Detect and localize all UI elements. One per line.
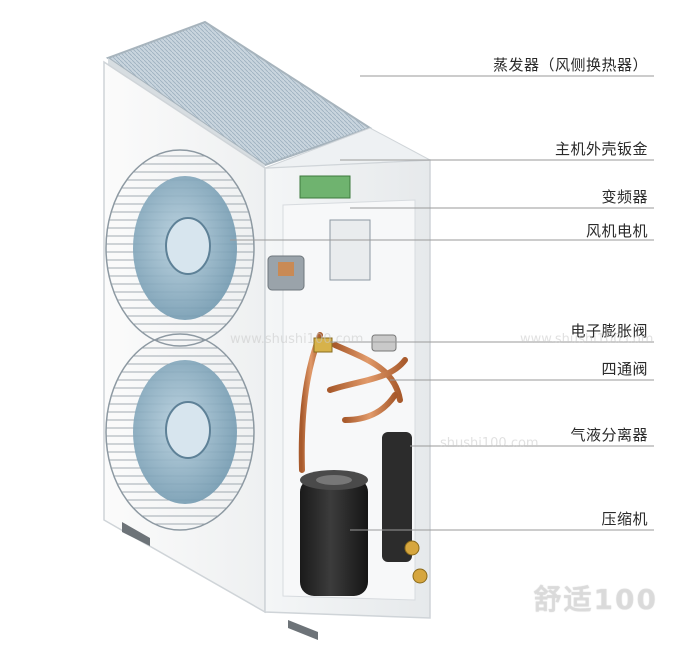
label-evaporator: 蒸发器（风侧换热器） [493,54,648,75]
brand-logo: 舒适100 [534,578,658,618]
upper-fan [106,150,254,346]
watermark-right: www.shushi100.com [520,332,653,347]
four-way-valve [372,335,396,351]
lower-fan [106,334,254,530]
label-separator: 气液分离器 [570,424,648,445]
label-inverter: 变频器 [601,186,648,207]
watermark-left: www.shushi100.com [230,332,363,347]
compressor [300,470,368,596]
label-compressor: 压缩机 [601,508,648,529]
fan-motor-capacitor [268,256,304,290]
watermark-middle: shushi100.com [440,436,539,451]
label-sheet-metal: 主机外壳钣金 [555,138,648,159]
label-four-way-valve: 四通阀 [601,358,648,379]
label-fan-motor: 风机电机 [586,220,648,241]
